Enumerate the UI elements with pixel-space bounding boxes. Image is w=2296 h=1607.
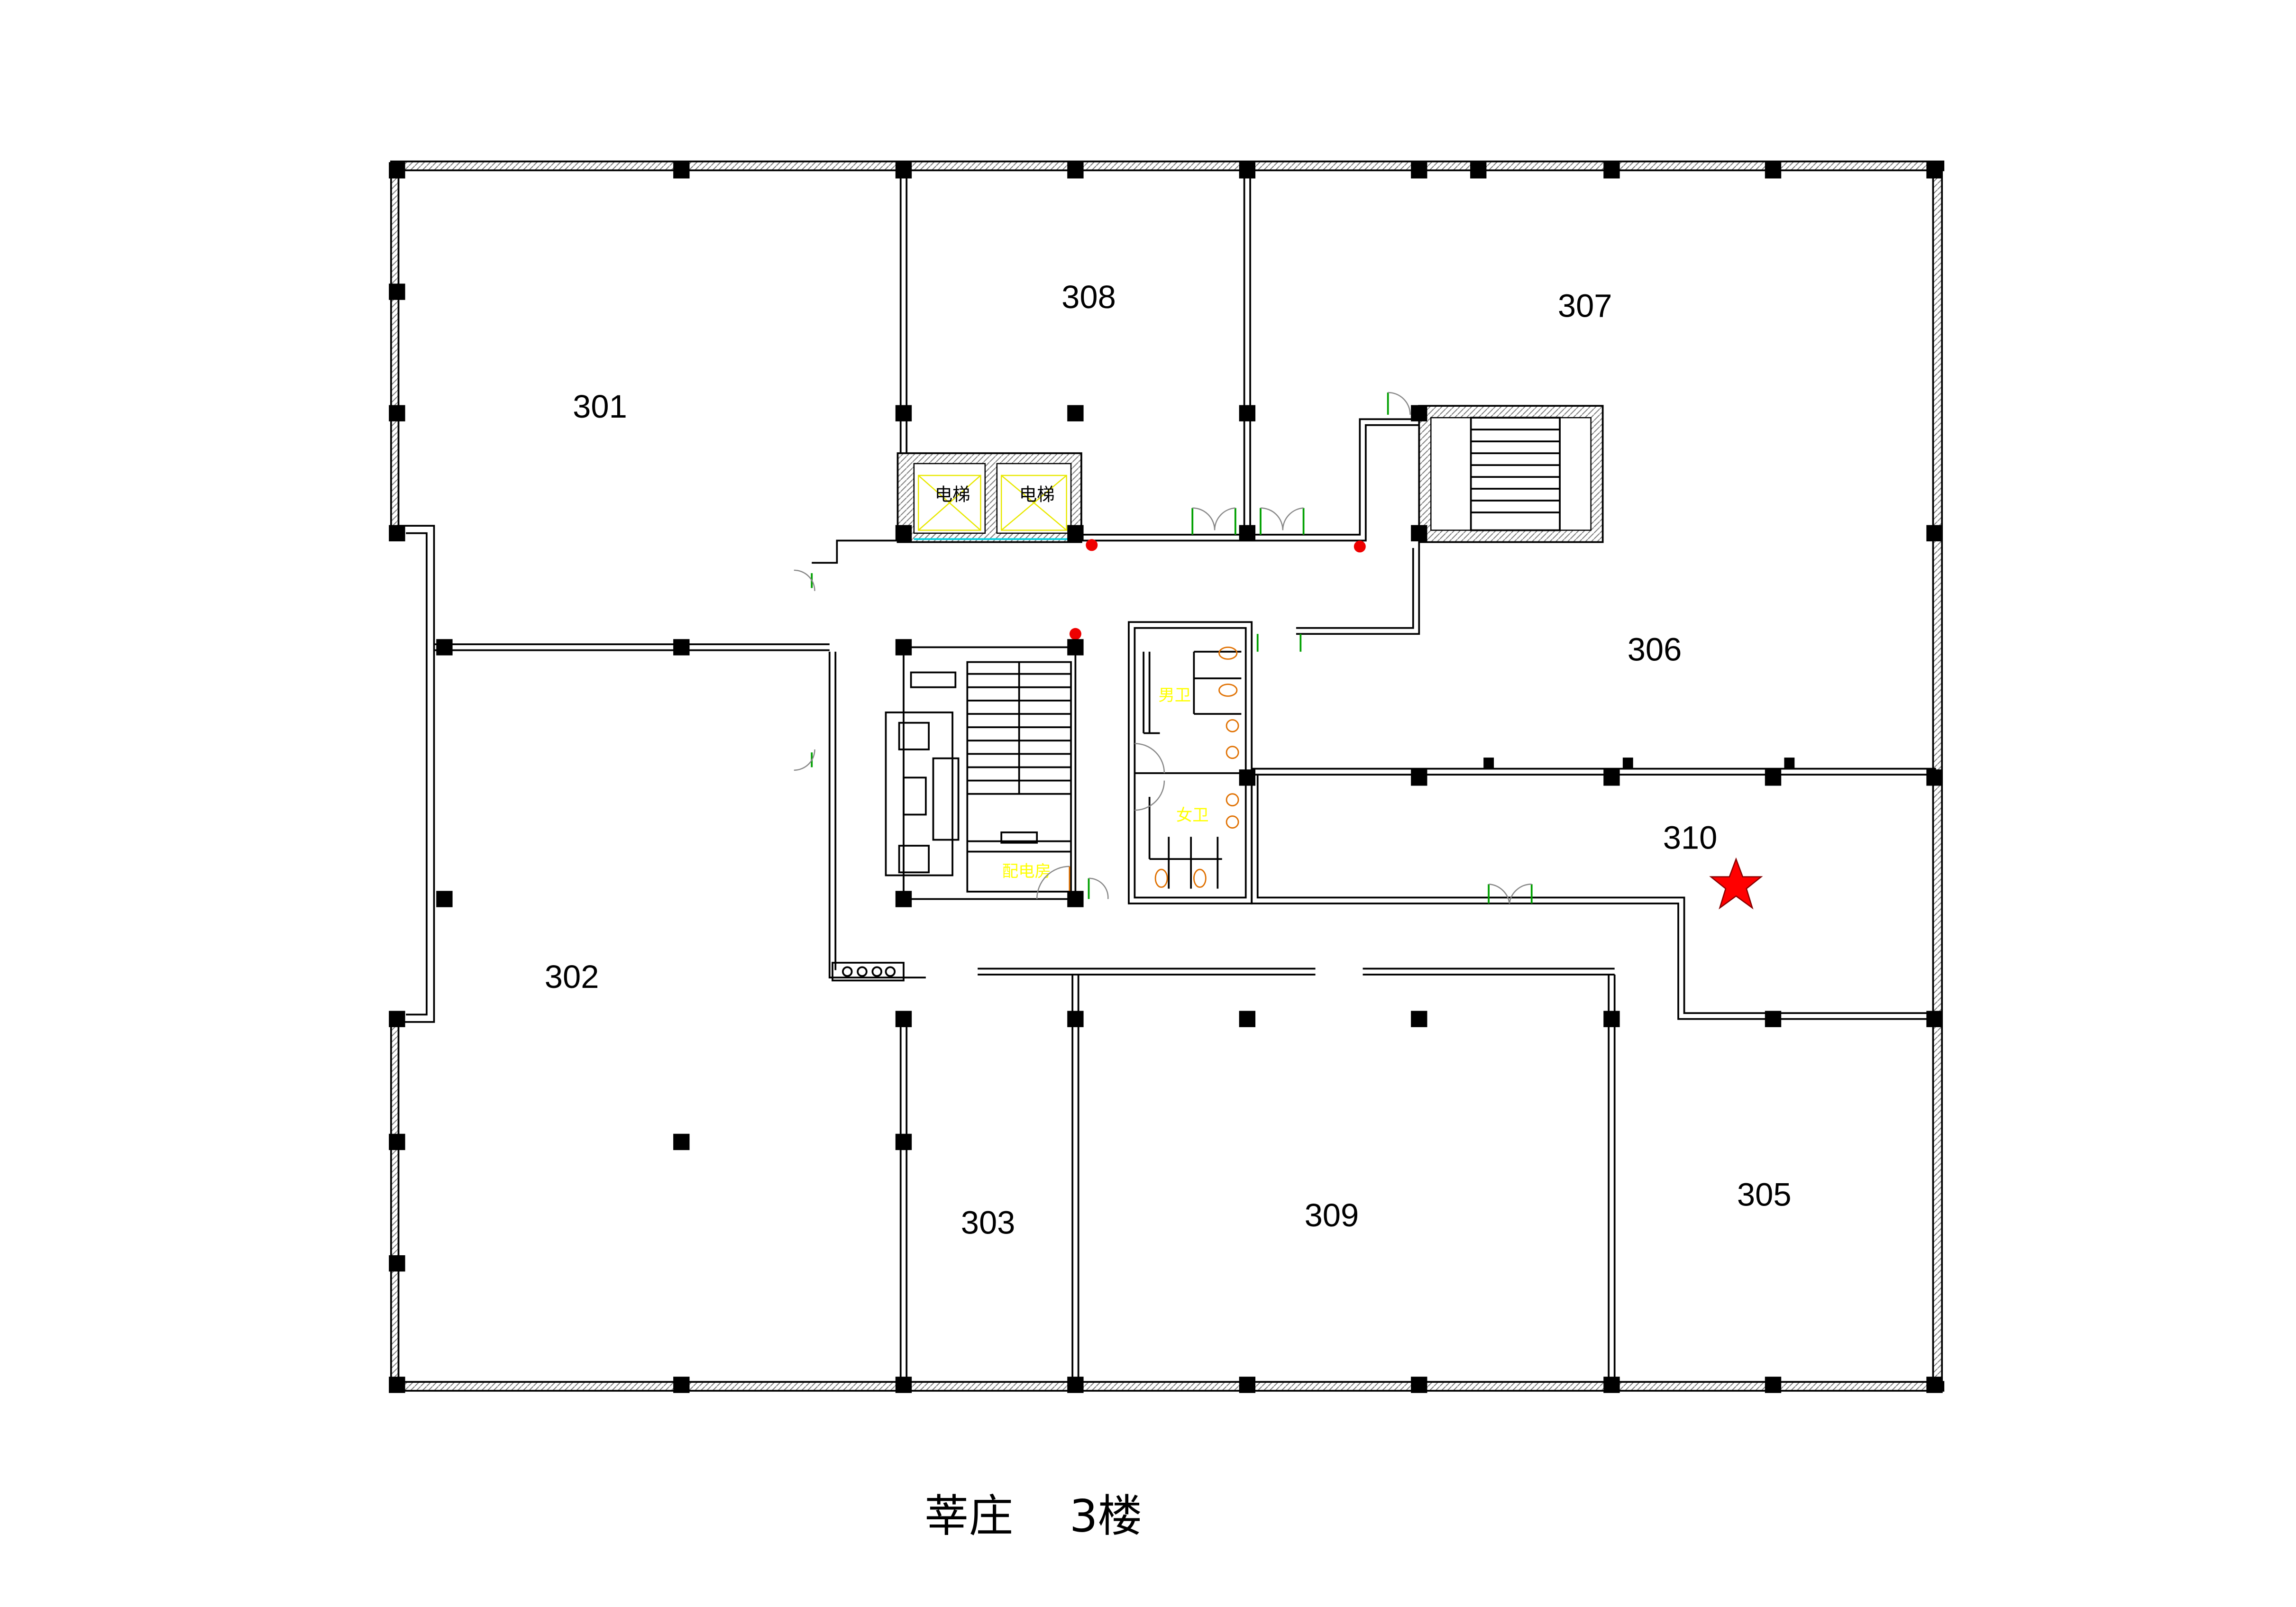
outer-walls xyxy=(390,160,1945,1392)
power-room-label: 配电房 xyxy=(1002,862,1051,881)
column xyxy=(1411,405,1427,421)
title-location: 莘庄 xyxy=(924,1491,1013,1543)
room-309: 309 xyxy=(1305,1197,1359,1233)
column xyxy=(389,162,405,179)
column xyxy=(1603,1011,1620,1027)
column xyxy=(1765,1377,1782,1393)
room-305: 305 xyxy=(1737,1176,1792,1213)
doors xyxy=(794,392,1533,904)
column xyxy=(1067,1011,1084,1027)
column xyxy=(389,1377,405,1393)
column xyxy=(895,162,912,179)
interior-walls xyxy=(434,170,1936,1385)
column xyxy=(1239,405,1256,421)
column xyxy=(1411,769,1427,786)
room-301: 301 xyxy=(573,388,627,425)
column xyxy=(895,405,912,421)
column xyxy=(1926,1011,1943,1027)
column xyxy=(389,283,405,300)
room-310: 310 xyxy=(1663,819,1718,856)
column xyxy=(1411,1011,1427,1027)
column xyxy=(673,1133,690,1150)
column xyxy=(1239,1377,1256,1393)
column xyxy=(1926,769,1943,786)
column xyxy=(436,639,453,656)
room-306: 306 xyxy=(1628,631,1682,667)
restrooms: 男卫 女卫 xyxy=(1128,621,1253,904)
column xyxy=(673,1377,690,1393)
stair-power-room: 配电房 xyxy=(885,646,1077,900)
column xyxy=(1926,162,1943,179)
column xyxy=(1411,525,1427,541)
column xyxy=(895,1011,912,1027)
fire-hydrants xyxy=(1069,539,1366,640)
column xyxy=(1784,758,1795,768)
star-icon xyxy=(1709,857,1763,910)
structural-columns xyxy=(389,162,1943,1393)
elevator-2-label: 电梯 xyxy=(1019,484,1055,505)
room-308: 308 xyxy=(1061,279,1116,315)
column xyxy=(895,891,912,907)
column xyxy=(1622,758,1633,768)
column xyxy=(1067,525,1084,541)
title-floor: 3楼 xyxy=(1070,1491,1142,1543)
column xyxy=(895,639,912,656)
column xyxy=(1483,758,1494,768)
room-302: 302 xyxy=(545,959,599,995)
column xyxy=(1067,1377,1084,1393)
column xyxy=(673,639,690,656)
column xyxy=(1470,162,1487,179)
column xyxy=(389,525,405,541)
column xyxy=(389,1133,405,1150)
column xyxy=(895,1377,912,1393)
column xyxy=(436,891,453,907)
column xyxy=(1239,162,1256,179)
column xyxy=(1067,162,1084,179)
column xyxy=(895,525,912,541)
column xyxy=(389,1255,405,1272)
column xyxy=(1411,1377,1427,1393)
column xyxy=(1239,769,1256,786)
room-307: 307 xyxy=(1558,288,1612,324)
room-303: 303 xyxy=(961,1205,1015,1241)
column xyxy=(1603,769,1620,786)
elevator-1-label: 电梯 xyxy=(935,484,970,505)
column xyxy=(1603,162,1620,179)
column xyxy=(389,1011,405,1027)
staircase-north xyxy=(1470,417,1561,531)
column xyxy=(1603,1377,1620,1393)
column xyxy=(1765,1011,1782,1027)
column xyxy=(1239,1011,1256,1027)
column xyxy=(1067,405,1084,421)
womens-restroom-label: 女卫 xyxy=(1176,806,1209,825)
column xyxy=(673,162,690,179)
elevator-block: 电梯 电梯 xyxy=(896,452,1082,543)
room-labels: 301 308 307 306 310 302 303 309 305 xyxy=(545,279,1792,1241)
column xyxy=(1239,525,1256,541)
column xyxy=(1926,525,1943,541)
column xyxy=(1926,1377,1943,1393)
column xyxy=(1067,891,1084,907)
column xyxy=(1411,162,1427,179)
column xyxy=(895,1133,912,1150)
column xyxy=(1765,162,1782,179)
column xyxy=(1067,639,1084,656)
column xyxy=(1765,769,1782,786)
column xyxy=(389,405,405,421)
mens-restroom-label: 男卫 xyxy=(1158,686,1191,705)
